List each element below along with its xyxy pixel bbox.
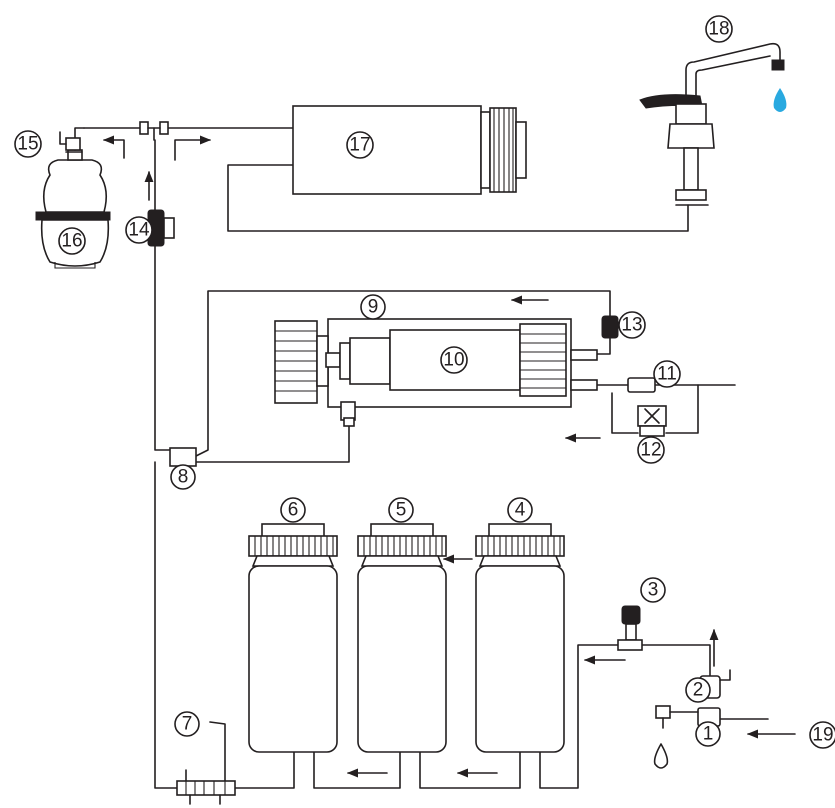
tank-valve-15 [59, 127, 85, 153]
svg-text:5: 5 [396, 500, 407, 521]
svg-text:14: 14 [128, 220, 150, 241]
svg-text:19: 19 [812, 725, 833, 746]
label-13: 13 [618, 311, 646, 339]
svg-text:13: 13 [621, 315, 642, 336]
svg-text:18: 18 [708, 19, 729, 40]
check-valve-13 [601, 315, 619, 339]
ro-membrane-10 [325, 323, 598, 397]
post-carbon-filter-17 [292, 105, 527, 195]
fitting-8 [169, 447, 197, 467]
svg-text:16: 16 [61, 231, 82, 252]
pipe-network [83, 127, 769, 789]
svg-text:4: 4 [515, 500, 526, 521]
label-10: 10 [440, 346, 468, 374]
svg-text:2: 2 [693, 680, 704, 701]
component-labels: 1 2 3 4 5 6 7 8 9 10 11 12 13 14 15 16 1… [14, 15, 835, 749]
tee-fitting [139, 121, 169, 141]
flush-valve-12 [637, 405, 667, 437]
filter-cartridge-4 [475, 523, 565, 753]
label-6: 6 [280, 497, 306, 523]
label-8: 8 [170, 464, 196, 490]
pressure-tank-16 [35, 149, 111, 269]
svg-text:1: 1 [703, 724, 714, 745]
label-11: 11 [653, 360, 681, 388]
label-16: 16 [58, 227, 86, 255]
label-5: 5 [388, 497, 414, 523]
label-7: 7 [174, 711, 200, 737]
svg-text:6: 6 [288, 500, 299, 521]
flow-restrictor-11 [627, 377, 656, 393]
flow-arrows [102, 135, 796, 778]
label-14: 14 [125, 216, 153, 244]
svg-text:3: 3 [648, 580, 659, 601]
svg-text:11: 11 [657, 364, 677, 385]
svg-text:8: 8 [178, 467, 189, 488]
label-9: 9 [360, 294, 386, 320]
svg-text:17: 17 [349, 135, 370, 156]
water-drop-outline-icon [653, 743, 669, 769]
svg-text:10: 10 [443, 350, 464, 371]
svg-text:12: 12 [640, 440, 661, 461]
flow-arrow [174, 135, 212, 161]
water-drop-icon [773, 88, 787, 112]
label-12: 12 [637, 436, 665, 464]
label-15: 15 [14, 130, 42, 158]
label-4: 4 [507, 497, 533, 523]
label-2: 2 [685, 677, 711, 703]
svg-text:9: 9 [368, 297, 379, 318]
label-19: 19 [809, 721, 835, 749]
flow-arrow [102, 135, 125, 159]
feed-valve-1 [655, 705, 721, 729]
valve-3 [617, 605, 643, 651]
svg-text:7: 7 [182, 714, 193, 735]
filter-cartridge-5 [357, 523, 447, 753]
filter-cartridge-6 [248, 523, 338, 753]
label-3: 3 [640, 577, 666, 603]
label-1: 1 [695, 721, 721, 747]
faucet-18 [639, 42, 785, 206]
label-17: 17 [346, 131, 374, 159]
label-18: 18 [705, 15, 733, 43]
svg-text:15: 15 [17, 134, 38, 155]
pump-7 [176, 780, 236, 805]
